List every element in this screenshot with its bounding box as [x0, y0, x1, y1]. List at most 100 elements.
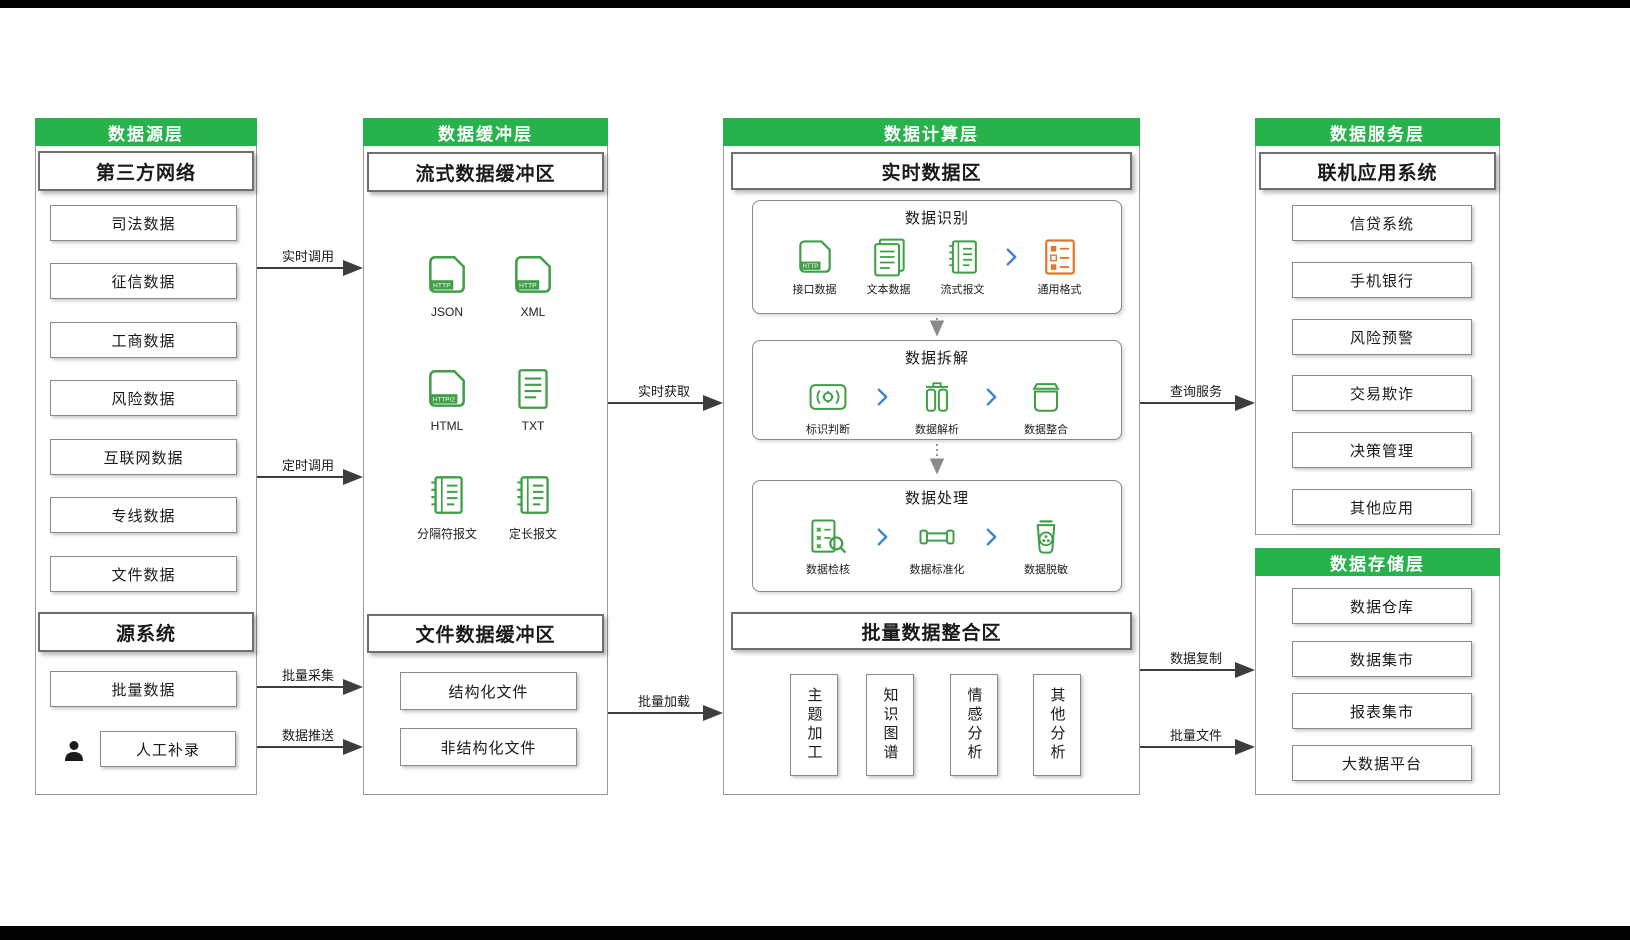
stage-data-disassembly: 数据拆解 标识判断 数	[752, 340, 1122, 440]
notebook-doc-icon	[517, 476, 549, 514]
file-item-structured: 结构化文件	[400, 672, 577, 710]
stream-buffer-title: 流式数据缓冲区	[367, 152, 604, 192]
source-item-risk: 风险数据	[50, 380, 237, 416]
svg-text:HTTP: HTTP	[433, 283, 451, 290]
third-party-network-title: 第三方网络	[38, 151, 254, 191]
arrow-label-realtime-fetch: 实时获取	[637, 384, 690, 399]
service-item-credit-system: 信贷系统	[1292, 205, 1472, 241]
fig-data-parse: 数据解析	[904, 375, 970, 437]
service-item-transaction-fraud: 交易欺诈	[1292, 375, 1472, 411]
chevron-right-icon	[877, 388, 888, 406]
format-label: 分隔符报文	[416, 527, 477, 541]
format-label: JSON	[430, 305, 463, 319]
arrow-label-realtime-call: 实时调用	[281, 249, 334, 264]
storage-layer-header: 数据存储层	[1255, 548, 1500, 576]
checklist-doc-icon	[1044, 239, 1075, 275]
service-layer-header: 数据服务层	[1255, 118, 1500, 146]
text-doc-icon	[518, 369, 548, 409]
stage-icons-row: 标识判断 数据解析	[753, 375, 1121, 437]
pipe-icon	[919, 529, 955, 545]
arrow-label-data-copy: 数据复制	[1169, 651, 1222, 666]
doc-audit-icon	[811, 519, 847, 554]
stacked-docs-icon	[873, 238, 905, 277]
http-doc-icon: HTTP/2	[429, 370, 465, 407]
stage-data-processing: 数据处理 数据检核 数	[752, 480, 1122, 592]
top-letterbox	[0, 0, 1630, 8]
service-item-mobile-banking: 手机银行	[1292, 262, 1472, 298]
source-item-batch-data: 批量数据	[50, 671, 237, 707]
chevron-right-icon	[1006, 248, 1016, 266]
stage-data-recognition: 数据识别 HTTP 接口数据 文本数据	[752, 200, 1122, 314]
source-item-credit: 征信数据	[50, 263, 237, 299]
arrow-label-query-service: 查询服务	[1169, 384, 1222, 399]
fig-text-data: 文本数据	[856, 235, 922, 297]
chevron-right-icon	[986, 528, 997, 546]
arrow-label-batch-load: 批量加载	[637, 694, 690, 709]
http-doc-icon: HTTP	[798, 240, 831, 273]
source-item-business: 工商数据	[50, 322, 237, 358]
person-icon	[65, 741, 83, 761]
format-label: 定长报文	[508, 527, 557, 541]
http-doc-icon: HTTP	[429, 256, 465, 293]
online-app-title: 联机应用系统	[1259, 152, 1496, 190]
batch-item-sentiment-analysis: 情感分析	[950, 674, 998, 776]
notebook-doc-icon	[948, 240, 977, 274]
fig-data-integrate: 数据整合	[1013, 375, 1079, 437]
stage-title: 数据识别	[904, 210, 969, 227]
storage-item-report-mart: 报表集市	[1292, 693, 1472, 729]
source-system-title: 源系统	[38, 612, 254, 652]
file-item-unstructured: 非结构化文件	[400, 728, 577, 766]
rule-card-icon	[809, 384, 847, 410]
format-json: HTTP JSON	[404, 250, 490, 319]
format-delimited-message: 分隔符报文	[404, 470, 490, 542]
fig-interface-data: HTTP 接口数据	[782, 235, 848, 297]
file-buffer-title: 文件数据缓冲区	[367, 614, 604, 653]
format-label: HTML	[430, 419, 464, 433]
split-package-icon	[925, 382, 949, 412]
storage-bin-icon	[1032, 383, 1060, 412]
batch-zone-title: 批量数据整合区	[731, 612, 1132, 650]
bottom-letterbox	[0, 926, 1630, 940]
source-item-internet: 互联网数据	[50, 439, 237, 475]
stage-icons-row: HTTP 接口数据 文本数据 流式报文	[753, 235, 1121, 297]
service-item-decision-management: 决策管理	[1292, 432, 1472, 468]
stage-icons-row: 数据检核 数据标准化	[753, 515, 1121, 577]
source-item-judicial: 司法数据	[50, 205, 237, 241]
chevron-right-icon	[986, 388, 997, 406]
batch-item-other-analysis: 其他分析	[1033, 674, 1081, 776]
fig-identify-judge: 标识判断	[795, 375, 861, 437]
batch-item-knowledge-graph: 知识图谱	[866, 674, 914, 776]
compute-layer-header: 数据计算层	[723, 118, 1140, 146]
service-item-risk-warning: 风险预警	[1292, 319, 1472, 355]
format-label: TXT	[521, 419, 545, 433]
fig-data-check: 数据检核	[795, 515, 861, 577]
source-item-file: 文件数据	[50, 556, 237, 592]
source-item-manual-entry: 人工补录	[100, 731, 236, 767]
arrow-label-batch-collect: 批量采集	[281, 668, 334, 683]
svg-text:HTTP: HTTP	[519, 283, 537, 290]
stage-title: 数据处理	[904, 490, 969, 507]
svg-text:HTTP: HTTP	[802, 264, 818, 270]
http-doc-icon: HTTP	[515, 256, 551, 293]
fig-data-standardize: 数据标准化	[904, 515, 970, 577]
format-label: XML	[520, 305, 546, 319]
source-item-leased-line: 专线数据	[50, 497, 237, 533]
fig-data-mask: 数据脱敏	[1013, 515, 1079, 577]
storage-item-bigdata-platform: 大数据平台	[1292, 745, 1472, 781]
service-item-other-apps: 其他应用	[1292, 489, 1472, 525]
arrow-label-data-push: 数据推送	[281, 728, 334, 743]
stage-title: 数据拆解	[904, 350, 969, 367]
fig-common-format: 通用格式	[1027, 235, 1093, 297]
format-txt: TXT	[490, 364, 576, 433]
format-xml: HTTP XML	[490, 250, 576, 319]
source-layer-header: 数据源层	[35, 118, 257, 146]
buffer-layer-header: 数据缓冲层	[363, 118, 608, 146]
fig-stream-message: 流式报文	[930, 235, 996, 297]
realtime-zone-title: 实时数据区	[731, 152, 1132, 190]
jar-mask-icon	[1036, 520, 1056, 554]
arrow-label-batch-file: 批量文件	[1169, 728, 1222, 743]
format-html: HTTP/2 HTML	[404, 364, 490, 433]
svg-text:HTTP/2: HTTP/2	[433, 397, 456, 404]
notebook-doc-icon	[431, 476, 463, 514]
